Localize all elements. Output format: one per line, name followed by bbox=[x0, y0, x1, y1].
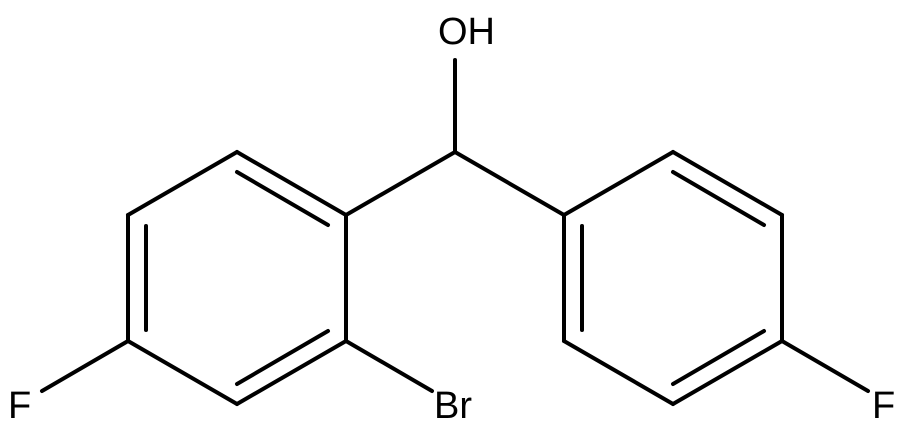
bond-c-br bbox=[344, 339, 434, 393]
bond-c-f-left bbox=[40, 339, 130, 393]
double-bond-inner bbox=[671, 170, 766, 227]
bond-c-f-right bbox=[780, 339, 870, 393]
label-br: Br bbox=[434, 385, 472, 427]
label-f-left: F bbox=[8, 385, 31, 427]
right-ring bbox=[562, 150, 784, 406]
left-ring bbox=[126, 150, 348, 406]
double-bond-inner bbox=[671, 329, 766, 386]
bond-center-right-ring bbox=[453, 150, 566, 217]
bond-center-left-ring bbox=[344, 150, 457, 217]
double-bond-inner bbox=[235, 170, 330, 227]
label-oh: OH bbox=[438, 11, 495, 53]
double-bond-inner bbox=[235, 329, 330, 386]
label-f-right: F bbox=[872, 385, 895, 427]
